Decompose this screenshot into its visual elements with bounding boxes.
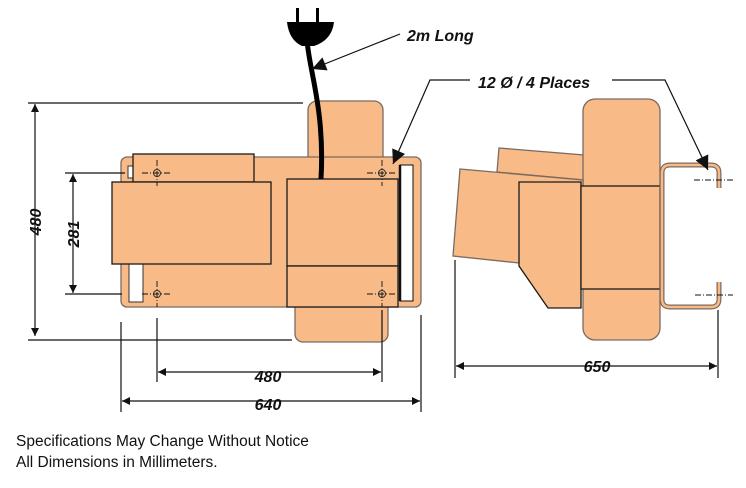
note-specifications: Specifications May Change Without Notice [16, 433, 309, 450]
top-view [111, 8, 422, 343]
horizontal-hole-spacing-label: 480 [254, 369, 282, 386]
slot-left [128, 263, 144, 303]
handle [659, 162, 722, 310]
cable-length-label: 2m Long [406, 28, 474, 45]
handle-fill [660, 163, 721, 309]
depth-label: 650 [584, 359, 611, 376]
dimension-lines [28, 33, 719, 412]
side-view [452, 98, 733, 341]
plug-icon [287, 8, 334, 46]
mounting-hole [367, 281, 397, 307]
middle-box [580, 185, 661, 290]
front-panel [518, 181, 582, 309]
vertical-hole-spacing-label: 281 [66, 221, 83, 249]
power-cable [304, 39, 325, 180]
mounting-hole [142, 281, 172, 307]
mounting-hole [367, 160, 397, 186]
right-component [286, 178, 399, 267]
right-lower-component [286, 265, 399, 308]
holes-label: 12 Ø / 4 Places [478, 75, 590, 92]
notes: Specifications May Change Without Notice… [16, 431, 309, 473]
width-label: 640 [255, 397, 282, 414]
note-units: All Dimensions in Millimeters. [16, 454, 218, 471]
height-label: 480 [28, 209, 45, 237]
slot-right [399, 164, 414, 302]
dimension-labels: 2m Long 12 Ø / 4 Places 480 281 480 640 … [28, 28, 610, 414]
left-component [111, 181, 272, 265]
mounting-holes [142, 160, 397, 307]
top-component [132, 153, 255, 183]
mounting-hole [142, 160, 172, 186]
